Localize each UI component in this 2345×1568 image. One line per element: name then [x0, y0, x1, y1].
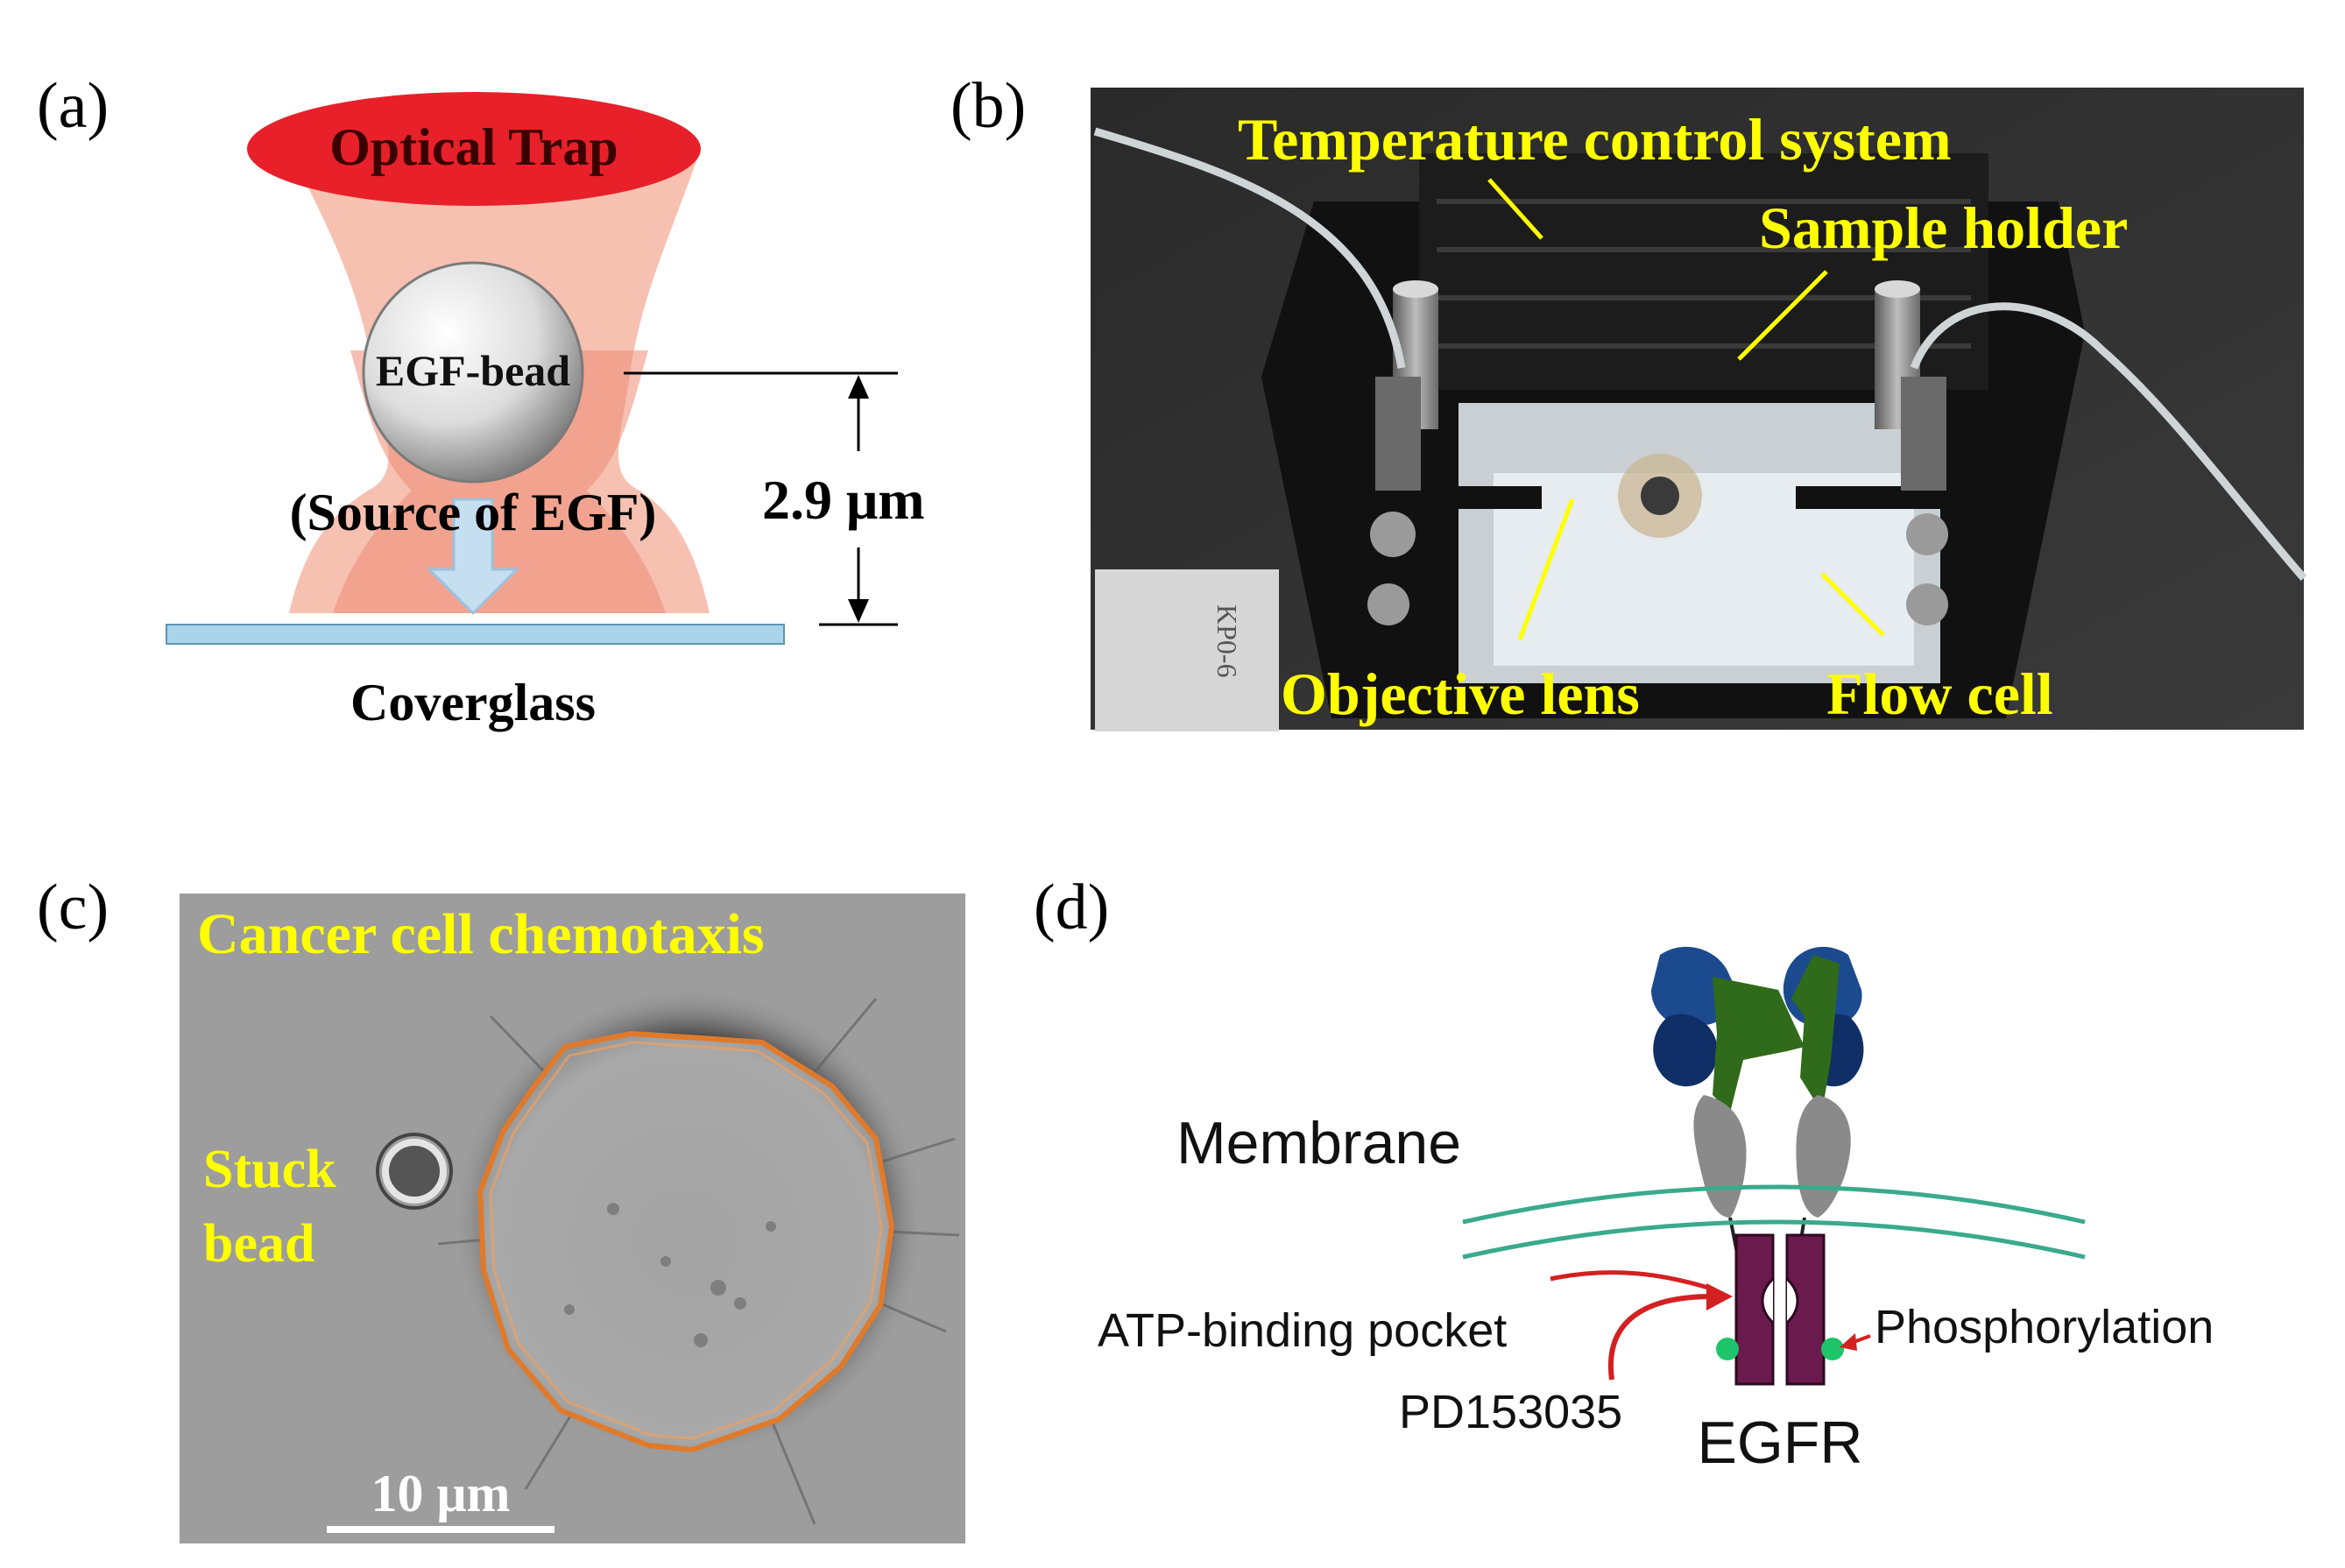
flow-channel-left: [1419, 486, 1542, 509]
screw-posts: [1367, 280, 1948, 625]
egf-bead-label: EGF-bead: [376, 346, 570, 395]
panel-d: (d) Membrane: [1034, 872, 2214, 1476]
panel-a-label: (a): [37, 70, 109, 142]
inhibitor-label: PD153035: [1399, 1386, 1622, 1438]
tube-left: [1093, 127, 1406, 369]
panel-a: (a) Optical Trap EGF-bead (Source of EGF…: [37, 70, 925, 731]
membrane-label: Membrane: [1176, 1110, 1461, 1176]
photo-tag: [1095, 569, 1279, 731]
coverglass-label: Coverglass: [350, 674, 596, 731]
panel-c: (c) Cancer cell chemota: [37, 872, 965, 1543]
phospho-dot-left: [1716, 1338, 1739, 1360]
photo-tag-text: KP0-6: [1211, 604, 1243, 678]
temperature-control-label: Temperature control system: [1238, 106, 1952, 173]
panel-b-label: (b): [950, 70, 1026, 142]
atp-pocket-label: ATP-binding pocket: [1098, 1304, 1507, 1357]
phosphorylation-label: Phosphorylation: [1875, 1301, 2214, 1353]
scale-bar-label: 10 μm: [371, 1465, 511, 1522]
sample-holder-label: Sample holder: [1759, 194, 2128, 261]
distance-label: 2.9 μm: [762, 469, 925, 531]
stuck-bead-rim: [376, 1133, 453, 1210]
phospho-arrowhead: [1840, 1333, 1857, 1351]
atp-arrow: [1550, 1270, 1709, 1290]
micrograph-title: Cancer cell chemotaxis: [197, 902, 765, 966]
callout-lines: [1487, 178, 1885, 640]
atp-pocket-notch-left: [1761, 1277, 1775, 1324]
cancer-cell: [477, 1030, 895, 1453]
distance-arrowhead-down: [848, 599, 869, 623]
inhibitor-arrow: [1607, 1294, 1713, 1381]
egf-source-label: (Source of EGF): [290, 484, 657, 541]
inhibitor-arrowhead: [1706, 1283, 1733, 1310]
optical-trap-ellipse: [247, 92, 701, 206]
egfr-label: EGFR: [1698, 1409, 1863, 1476]
flow-cell-label: Flow cell: [1826, 660, 2053, 727]
egf-arrow: [426, 498, 520, 616]
membrane-inner: [1462, 1219, 2086, 1260]
coverglass-slab: [166, 624, 785, 645]
egfr-extracellular-right: [1783, 946, 1864, 1262]
objective-lens-label: Objective lens: [1281, 660, 1640, 727]
stuck-bead-label-1: Stuck: [203, 1140, 336, 1199]
membrane-outer: [1462, 1184, 2086, 1225]
cancer-cell-outline-2: [489, 1041, 883, 1440]
cell-granules: [564, 1203, 776, 1347]
distance-arrowhead-up: [848, 375, 869, 399]
atp-pocket-notch-right: [1785, 1277, 1799, 1324]
egf-bead: [362, 261, 584, 484]
panel-c-label: (c): [37, 872, 109, 943]
panel-d-label: (d): [1034, 872, 1109, 943]
phospho-dot-right: [1821, 1338, 1844, 1360]
egfr-extracellular-left: [1651, 946, 1805, 1262]
scale-bar: [327, 1526, 554, 1533]
objective-lens: [1641, 477, 1679, 515]
panel-b: (b): [950, 70, 2307, 731]
stuck-bead: [382, 1139, 447, 1204]
optical-trap-label: Optical Trap: [329, 118, 618, 176]
stuck-bead-label-2: bead: [203, 1214, 314, 1274]
tube-right: [1910, 302, 2307, 581]
